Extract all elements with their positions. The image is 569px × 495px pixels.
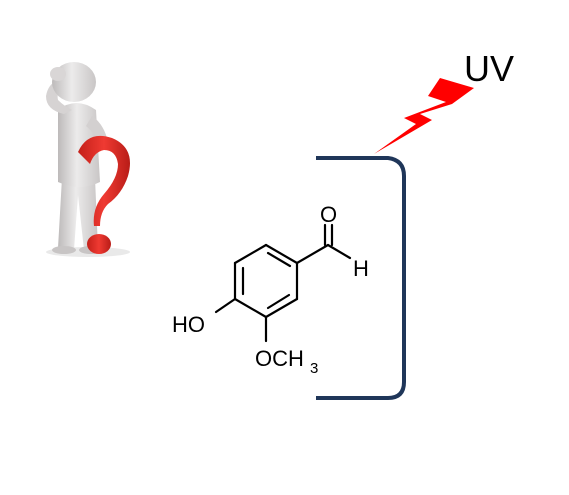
aldehyde-bond bbox=[295, 243, 330, 265]
lightning-bolt-icon bbox=[374, 78, 474, 154]
hydroxyl-label: HO bbox=[172, 312, 205, 337]
bracket-shape bbox=[316, 156, 406, 400]
hydroxyl-bond bbox=[214, 297, 237, 314]
methoxy-subscript-label: 3 bbox=[310, 360, 318, 377]
ring-bond bbox=[233, 297, 268, 319]
ring-bond bbox=[264, 243, 299, 265]
aldehyde-oxygen-label: O bbox=[320, 202, 337, 227]
ring-double-bond bbox=[266, 251, 292, 268]
vanillin-molecule: O H HO OCH 3 bbox=[172, 202, 369, 377]
methoxy-label: OCH bbox=[255, 346, 304, 371]
aldehyde-h-bond bbox=[326, 243, 352, 260]
thinking-person-icon bbox=[46, 62, 130, 257]
aldehyde-hydrogen-label: H bbox=[353, 256, 369, 281]
ring-double-bond bbox=[266, 293, 291, 310]
ring-bond bbox=[264, 297, 299, 319]
ring-bond bbox=[233, 243, 268, 265]
question-mark-icon bbox=[78, 135, 130, 254]
uv-label: UV bbox=[464, 48, 514, 89]
